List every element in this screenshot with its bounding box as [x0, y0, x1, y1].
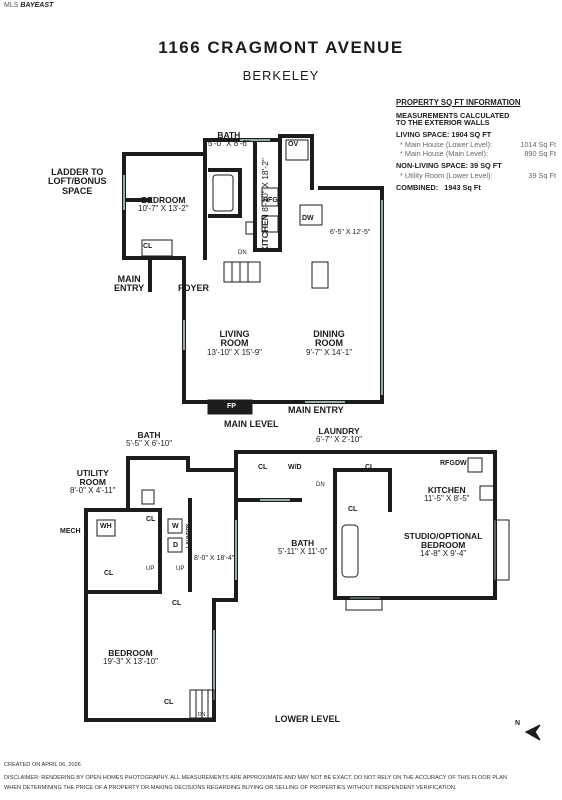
main-closet-label: CL — [143, 243, 153, 250]
non-living-row-utility: * Utility Room (Lower Level):39 Sq Ft — [400, 170, 556, 180]
main-entry-bottom-label: MAIN ENTRY — [288, 405, 344, 415]
created-date: CREATED ON APRIL 06, 2026 — [4, 762, 81, 768]
oven-label: OV — [288, 141, 299, 148]
lower-stairs-up-1: UP — [146, 566, 155, 572]
combined-total: COMBINED: 1943 Sq Ft — [396, 182, 481, 192]
lower-closet-6: CL — [172, 600, 182, 607]
lower-level-walls — [84, 450, 497, 722]
main-level-windows — [123, 139, 383, 403]
fireplace-label: FP — [227, 403, 236, 410]
foyer-label: FOYER — [178, 283, 210, 293]
sqft-heading: PROPERTY SQ FT INFORMATION — [396, 98, 521, 107]
lower-stairs-down: DN — [316, 482, 325, 488]
dryer-label: D — [173, 542, 179, 549]
disclaimer-line-1: DISCLAIMER: RENDERING BY OPEN HOMES PHOT… — [4, 775, 507, 781]
property-city: BERKELEY — [242, 68, 320, 83]
main-level-walls — [122, 134, 384, 404]
north-label: N — [515, 720, 521, 727]
lower-dishwasher-label: DW — [455, 460, 467, 467]
hall-dims: 8'-0" X 18'-4" — [194, 555, 235, 562]
lower-stairs-down-2: DN — [198, 712, 206, 718]
brand-logo: MLS BAYEAST — [4, 2, 54, 9]
living-row-lower: * Main House (Lower Level):1014 Sq Ft — [400, 139, 556, 149]
main-refrigerator-label: RFG — [263, 197, 278, 204]
lower-closet-5: CL — [104, 570, 114, 577]
living-row-main: * Main House (Main Level):890 Sq Ft — [400, 148, 556, 158]
washer-dryer-label: W/D — [288, 464, 302, 471]
main-stairs-down: DN — [238, 250, 247, 256]
washer-label: W — [172, 523, 179, 530]
water-heater-label: WH — [100, 523, 112, 530]
lower-closet-2: CL — [365, 464, 375, 471]
living-space-total: LIVING SPACE: 1904 SQ FT — [396, 130, 492, 140]
lower-closet-7: CL — [164, 699, 174, 706]
main-dishwasher-label: DW — [302, 215, 314, 222]
property-address: 1166 CRAGMONT AVENUE — [158, 38, 404, 57]
non-living-total: NON-LIVING SPACE: 39 SQ FT — [396, 161, 502, 171]
lower-stairs-up-2: UP — [176, 566, 185, 572]
calc-note-1: MEASUREMENTS CALCULATED — [396, 110, 510, 120]
mech-label: MECH — [60, 528, 81, 535]
main-level-label: MAIN LEVEL — [224, 419, 279, 429]
lower-level-label: LOWER LEVEL — [275, 714, 340, 724]
main-kitchen-label: KITCHEN 8'-10" X 18'-2" — [260, 158, 270, 252]
north-arrow — [524, 724, 541, 741]
calc-note-2: TO THE EXTERIOR WALLS — [396, 118, 490, 128]
main-level-fixtures — [141, 139, 329, 415]
lower-level-fixtures — [96, 457, 510, 719]
lower-closet-3: CL — [348, 506, 358, 513]
dining-nook-dims: 6'-5" X 12'-5" — [330, 229, 371, 236]
lower-refrigerator-label: RFG — [440, 460, 455, 467]
disclaimer-line-2: WHEN DETERMINING THE PRICE OF A PROPERTY… — [4, 785, 457, 791]
laundry-vertical-label: LAUNDRY — [186, 523, 192, 548]
lower-closet-1: CL — [258, 464, 268, 471]
sqft-info-panel: PROPERTY SQ FT INFORMATION MEASUREMENTS … — [396, 99, 556, 191]
lower-closet-4: CL — [146, 516, 156, 523]
